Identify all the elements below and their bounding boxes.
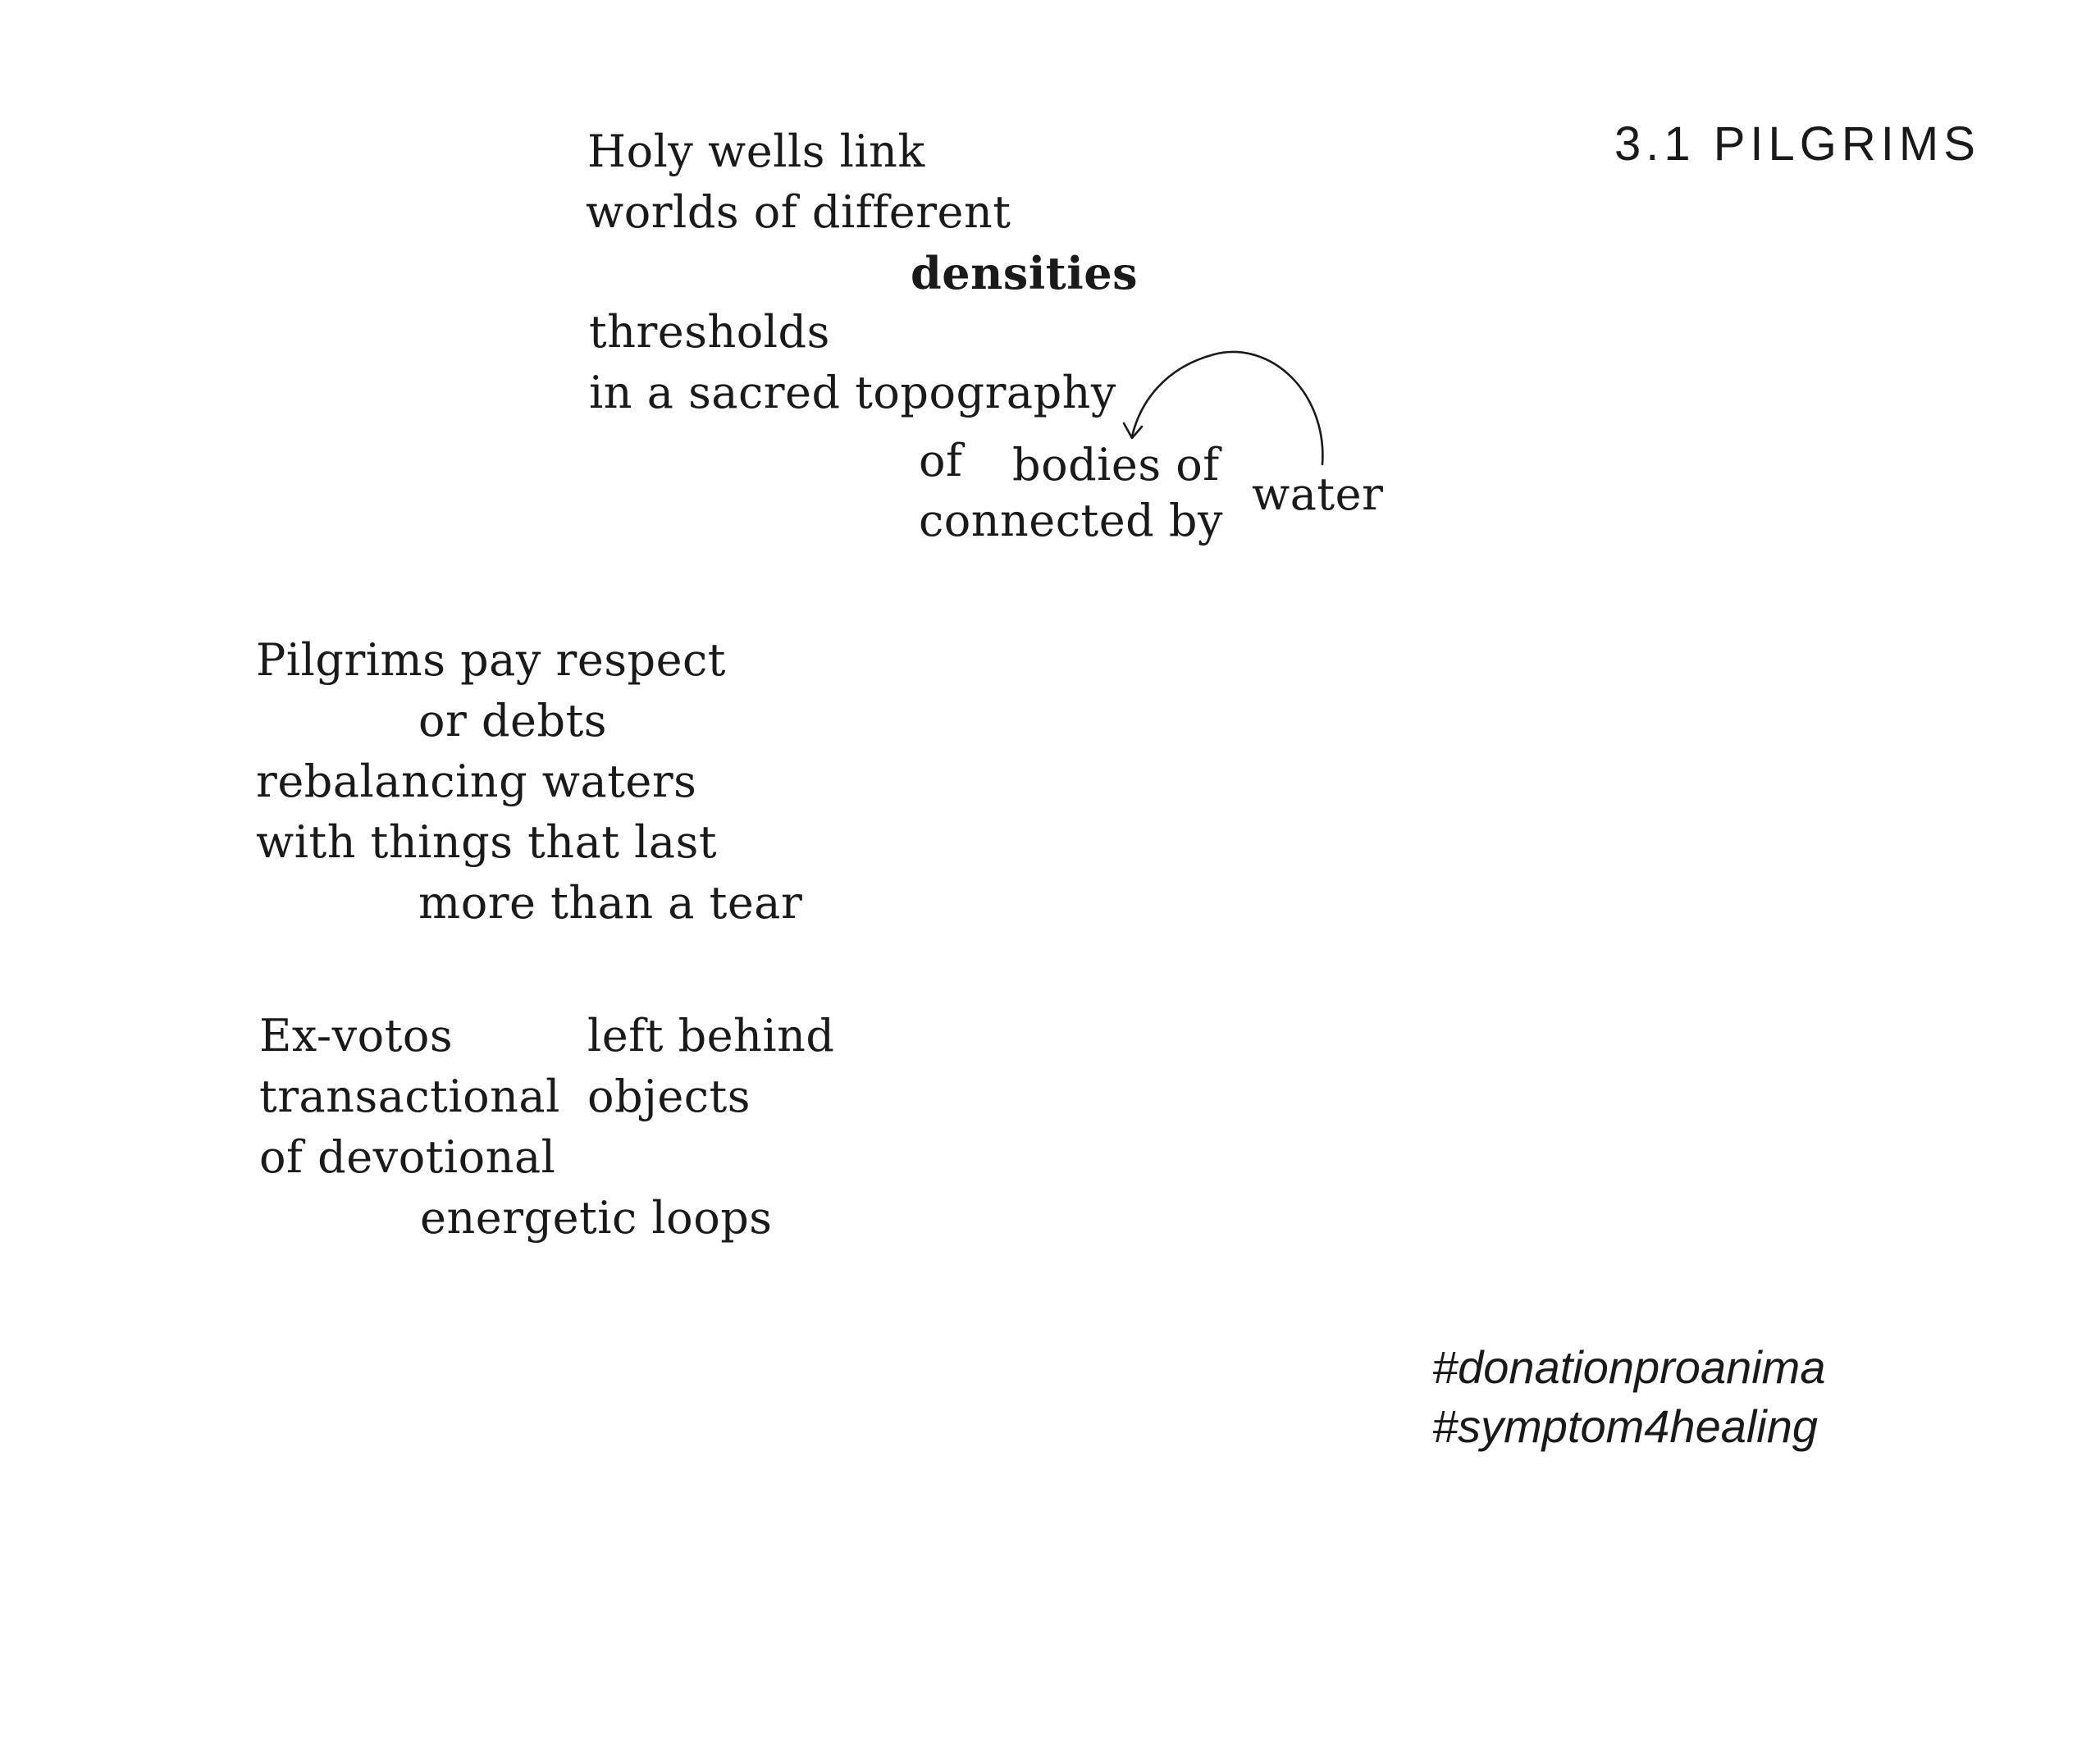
page-heading: 3.1 PILGRIMS bbox=[1614, 117, 1980, 171]
stanza-2-line-5: more than a tear bbox=[418, 877, 803, 929]
stanza-3-ex-votos: Ex-votos bbox=[259, 1010, 454, 1062]
stanza-1-water: water bbox=[1252, 468, 1384, 520]
stanza-3-energetic-loops: energetic loops bbox=[420, 1192, 773, 1244]
stanza-2-line-4: with things that last bbox=[256, 816, 718, 868]
stanza-2-line-1: Pilgrims pay respect bbox=[256, 634, 726, 686]
stanza-1-bodies-of: bodies of bbox=[1012, 439, 1220, 491]
stanza-1-line-3-bold: densities bbox=[911, 247, 1139, 299]
stanza-3-transactional: transactional bbox=[259, 1071, 560, 1122]
hashtag-symptom4healing[interactable]: #symptom4healing bbox=[1432, 1400, 1819, 1452]
stanza-2-line-3: rebalancing waters bbox=[256, 756, 697, 807]
stanza-2-line-2: or debts bbox=[418, 695, 607, 747]
stanza-1-line-5: in a sacred topography bbox=[589, 367, 1116, 418]
stanza-3-objects: objects bbox=[587, 1071, 751, 1122]
curved-arrow-icon bbox=[1122, 350, 1324, 466]
stanza-1-connected-by: connected by bbox=[919, 495, 1223, 546]
hashtag-donationproanima[interactable]: #donationproanima bbox=[1432, 1341, 1826, 1393]
stanza-1-line-1: Holy wells link bbox=[587, 126, 925, 177]
stanza-1-line-4: thresholds bbox=[589, 306, 830, 358]
stanza-1-line-2: worlds of different bbox=[586, 186, 1011, 238]
stanza-1-of: of bbox=[919, 435, 963, 486]
stanza-3-of-devotional: of devotional bbox=[259, 1131, 556, 1183]
stanza-3-left-behind: left behind bbox=[587, 1010, 835, 1062]
